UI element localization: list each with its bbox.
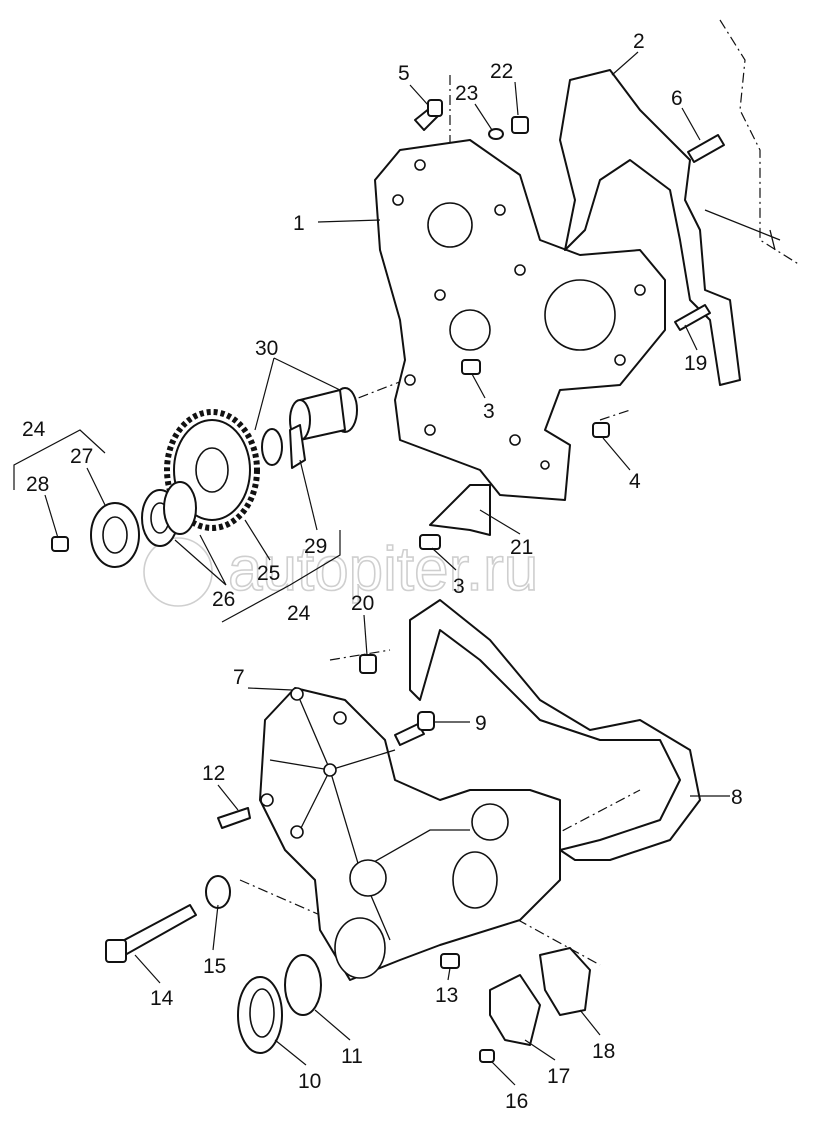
watermark: autopiter.ru xyxy=(143,534,539,607)
part-9-bolt-head xyxy=(417,711,435,731)
centerline xyxy=(544,789,641,841)
part-18-gasket xyxy=(539,947,591,1016)
part-9-bolt xyxy=(394,723,425,746)
centerline xyxy=(499,909,601,966)
label-4: 4 xyxy=(629,470,641,493)
label-27: 27 xyxy=(70,445,93,468)
part-10-seal-bore xyxy=(249,988,275,1038)
watermark-text: autopiter.ru xyxy=(228,535,538,604)
part-20-dowel xyxy=(359,654,377,674)
label-24-upper: 24 xyxy=(22,418,46,441)
label-22: 22 xyxy=(490,60,513,83)
label-17: 17 xyxy=(547,1065,570,1088)
part-4-dowel xyxy=(592,422,610,438)
part-7-front-cover xyxy=(259,687,561,981)
part-17-cover xyxy=(489,974,541,1046)
part-labels: 5 23 22 2 6 1 30 19 3 4 24 27 28 29 21 3… xyxy=(22,30,743,1113)
label-21: 21 xyxy=(510,536,533,559)
label-13: 13 xyxy=(435,984,458,1007)
part-23-washer xyxy=(488,128,504,140)
part-28-bolt xyxy=(51,536,69,552)
part-16-bolt xyxy=(479,1049,495,1063)
part-6-stud xyxy=(687,134,725,163)
label-18: 18 xyxy=(592,1040,615,1063)
label-24-lower: 24 xyxy=(287,602,311,625)
label-3-lower: 3 xyxy=(453,575,465,598)
part-13-bolt xyxy=(440,953,460,969)
part-3-bolt xyxy=(419,534,441,550)
label-20: 20 xyxy=(351,592,374,615)
leader-lines xyxy=(13,51,730,1086)
part-5-bolt-head xyxy=(427,99,443,117)
label-7: 7 xyxy=(233,666,245,689)
centerline xyxy=(239,879,321,916)
label-14: 14 xyxy=(150,987,174,1010)
part-22-plug xyxy=(511,116,529,134)
label-10: 10 xyxy=(298,1070,321,1093)
part-11-ring xyxy=(284,954,322,1016)
part-14-bolt xyxy=(114,904,197,956)
label-11: 11 xyxy=(341,1045,363,1068)
label-6: 6 xyxy=(671,87,683,110)
label-9: 9 xyxy=(475,712,487,735)
label-2: 2 xyxy=(633,30,645,53)
watermark-logo-icon xyxy=(143,537,213,607)
label-25: 25 xyxy=(257,562,280,585)
part-2-gasket xyxy=(559,69,741,386)
label-26: 26 xyxy=(212,588,235,611)
part-14-bolt-head xyxy=(105,939,127,963)
label-1: 1 xyxy=(293,212,305,235)
label-30: 30 xyxy=(255,337,278,360)
label-19: 19 xyxy=(684,352,707,375)
label-8: 8 xyxy=(731,786,743,809)
label-23: 23 xyxy=(455,82,478,105)
part-21-bracket xyxy=(429,484,491,536)
part-12-bolt xyxy=(217,807,251,829)
part-29-idler-shaft xyxy=(289,387,358,469)
label-15: 15 xyxy=(203,955,226,978)
label-12: 12 xyxy=(202,762,225,785)
part-27-retainer-plate xyxy=(90,502,140,568)
engine-block-outline xyxy=(719,19,801,266)
label-16: 16 xyxy=(505,1090,528,1113)
part-1-timing-case xyxy=(374,139,666,501)
part-26-bearing xyxy=(141,481,197,547)
label-29: 29 xyxy=(304,535,327,558)
engine-block-outline xyxy=(704,209,781,251)
label-28: 28 xyxy=(26,473,49,496)
part-3-bolt xyxy=(461,359,481,375)
centerline xyxy=(599,409,631,421)
label-5: 5 xyxy=(398,62,410,85)
part-15-washer xyxy=(205,875,231,909)
part-30-o-ring xyxy=(261,428,283,466)
label-3-upper: 3 xyxy=(483,400,495,423)
part-8-gasket xyxy=(409,599,701,861)
part-19-stud xyxy=(674,304,711,331)
